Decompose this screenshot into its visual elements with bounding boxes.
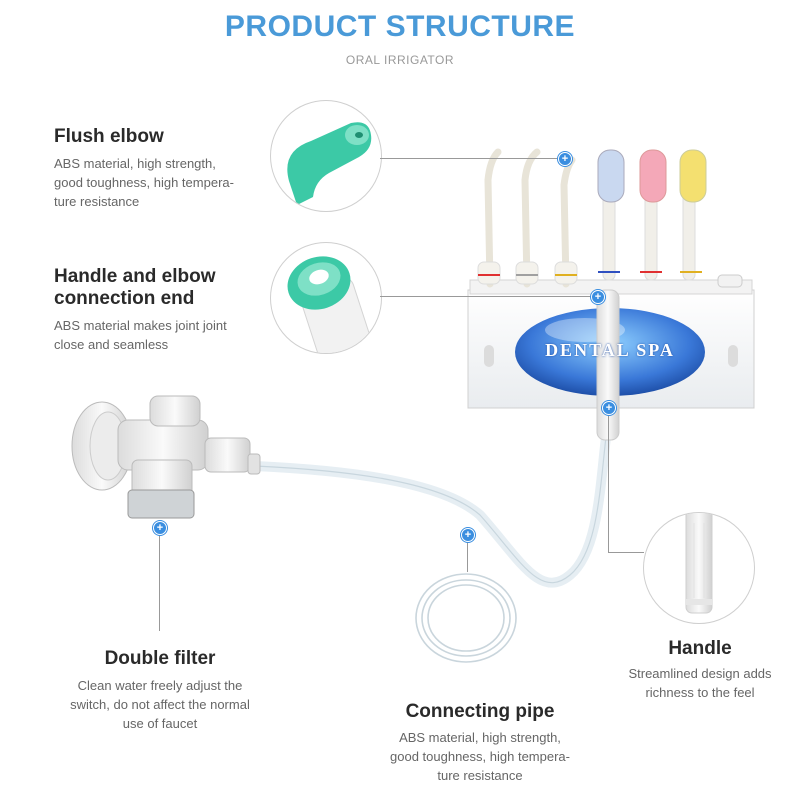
coiled-pipe [415, 573, 517, 663]
leader-line-handle-vertical [608, 407, 609, 552]
flush-elbow-detail-image [287, 122, 372, 205]
callout-handle-desc: Streamlined design adds richness to the … [628, 666, 772, 700]
flush-elbow-detail-circle [270, 100, 382, 212]
callout-connecting-pipe-heading: Connecting pipe [405, 701, 555, 722]
leader-line-double-filter [159, 527, 160, 631]
leader-line-flush-elbow [380, 158, 563, 159]
leader-line-connecting-pipe [467, 534, 468, 572]
connecting-pipe [250, 415, 613, 588]
callout-handle-heading: Handle [668, 638, 732, 659]
leader-line-handle-horizontal [608, 552, 644, 553]
marker-connecting-pipe: + [461, 528, 475, 542]
marker-handle: + [602, 401, 616, 415]
callout-double-filter-desc: Clean water freely adjust the switch, do… [70, 678, 250, 731]
marker-double-filter: + [153, 521, 167, 535]
brand-panel-label: DENTAL SPA [545, 340, 675, 360]
callout-flush-elbow-desc: ABS material, high strength, good toughn… [54, 156, 234, 209]
callout-connection-end-desc: ABS material makes joint joint close and… [54, 318, 227, 352]
connection-end-detail-circle [270, 242, 382, 354]
page-subtitle: ORAL IRRIGATOR [345, 53, 455, 67]
callout-double-filter-heading: Double filter [104, 648, 216, 669]
handle-detail-image [685, 513, 713, 614]
callout-flush-elbow-heading: Flush elbow [54, 126, 164, 147]
brushes [597, 149, 743, 288]
callout-connecting-pipe-desc: ABS material, high strength, good toughn… [390, 730, 570, 783]
connection-end-detail-image [287, 256, 373, 353]
nozzles [477, 148, 578, 288]
handle-detail-circle [643, 512, 755, 624]
page-title: PRODUCT STRUCTURE [224, 10, 576, 43]
faucet-adapter [71, 395, 261, 519]
marker-connection-end: + [591, 290, 605, 304]
marker-flush-elbow: + [558, 152, 572, 166]
leader-line-connection-end [380, 296, 597, 297]
callout-connection-end-heading: Handle and elbow connection end [54, 266, 216, 309]
